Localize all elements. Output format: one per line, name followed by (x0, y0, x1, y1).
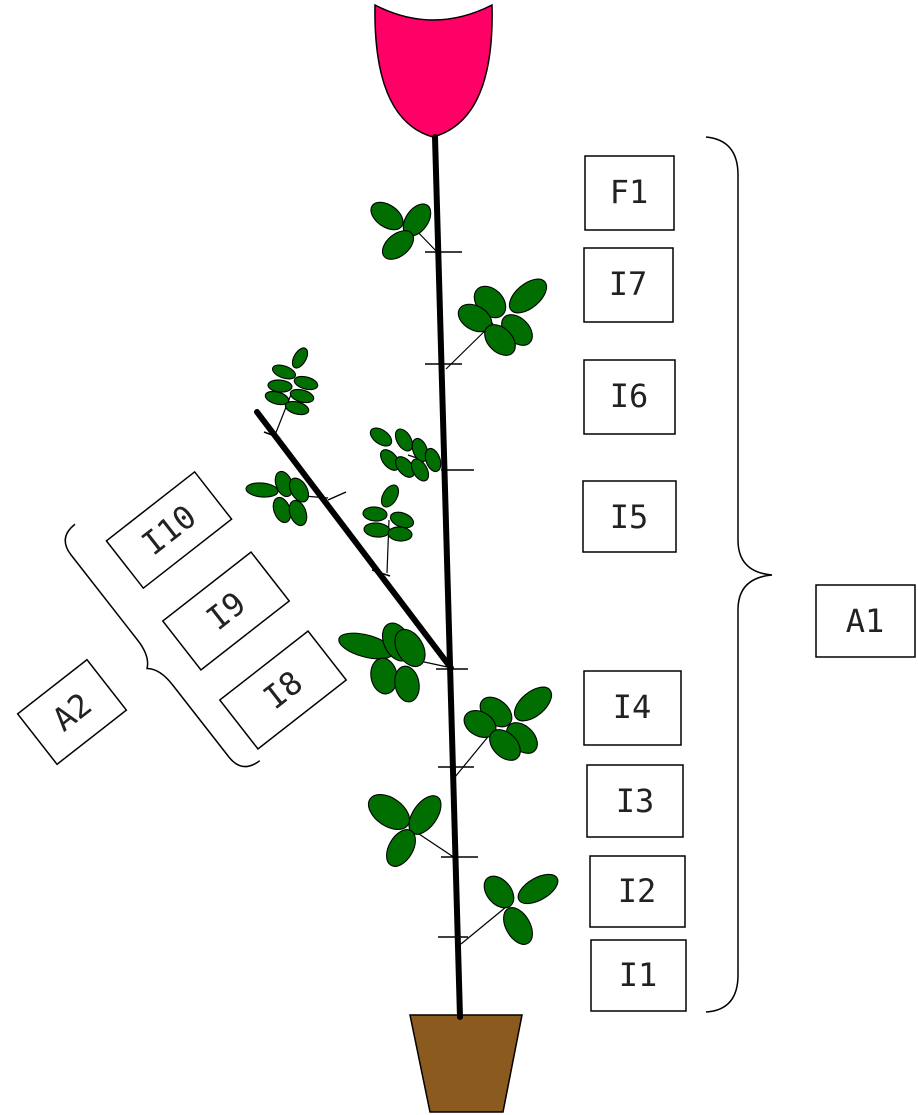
branch-stem (254, 409, 454, 671)
main-stem-nodes (425, 251, 478, 938)
label-I6: I6 (583, 359, 676, 435)
label-A1: A1 (815, 584, 916, 658)
label-I10: I10 (105, 470, 233, 590)
label-I7: I7 (583, 247, 674, 323)
flower-bloom (374, 3, 493, 138)
label-I5: I5 (582, 480, 677, 553)
label-I1-text: I1 (619, 956, 658, 994)
label-I9: I9 (161, 551, 291, 671)
branch-nodes (263, 431, 391, 577)
main-stem (432, 134, 463, 1020)
label-I7-text: I7 (609, 265, 648, 303)
brace-a1 (705, 136, 773, 1013)
label-I6-text: I6 (610, 377, 649, 415)
label-F1: F1 (584, 155, 675, 231)
label-A2: A2 (16, 658, 128, 766)
label-F1-text: F1 (610, 173, 649, 211)
label-I4: I4 (583, 670, 682, 746)
label-I5-text: I5 (610, 498, 649, 536)
label-A1-text: A1 (846, 602, 885, 640)
label-I8: I8 (218, 630, 348, 750)
brace-a2 (64, 523, 261, 768)
label-I3-text: I3 (616, 782, 655, 820)
leaflets (245, 201, 559, 945)
label-I4-text: I4 (613, 688, 652, 726)
label-I2: I2 (589, 855, 686, 928)
label-I1: I1 (590, 939, 687, 1012)
label-I2-text: I2 (618, 872, 657, 910)
flower-pot (409, 1014, 523, 1113)
label-I3: I3 (586, 764, 684, 838)
